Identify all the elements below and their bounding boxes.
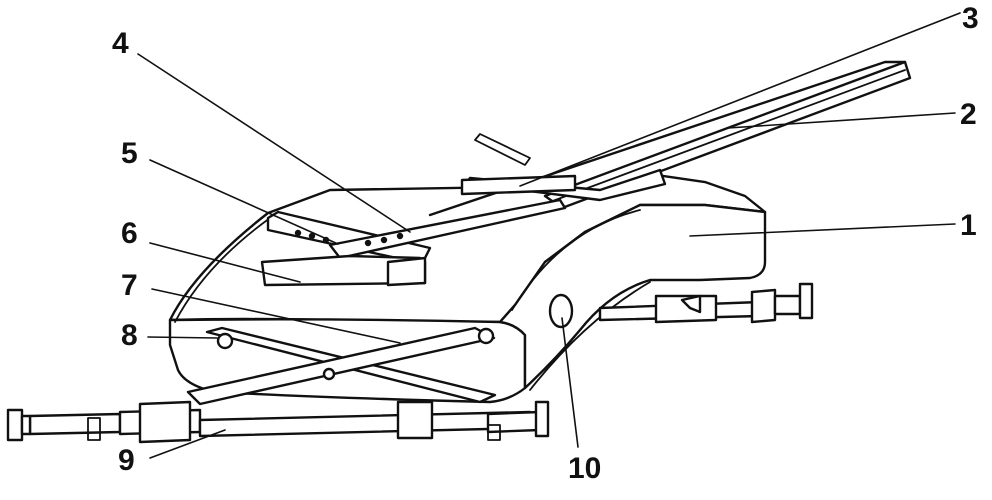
scissor-linkage xyxy=(186,326,497,406)
mounting-block xyxy=(260,254,427,287)
callout-4: 4 xyxy=(112,27,129,60)
round-button xyxy=(548,293,574,329)
callout-7: 7 xyxy=(121,269,138,302)
callout-9: 9 xyxy=(118,444,135,477)
callout-labels: 1 2 3 4 5 6 7 8 9 10 xyxy=(112,2,979,485)
leader-lines xyxy=(137,12,961,459)
callout-1: 1 xyxy=(960,209,977,242)
telescopic-rod-rear xyxy=(598,282,814,324)
callout-10: 10 xyxy=(568,452,601,485)
callout-2: 2 xyxy=(960,98,977,131)
callout-6: 6 xyxy=(121,217,138,250)
telescopic-rod-front xyxy=(6,400,550,444)
callout-5: 5 xyxy=(121,137,138,170)
callout-8: 8 xyxy=(121,319,138,352)
callout-3: 3 xyxy=(962,2,979,35)
